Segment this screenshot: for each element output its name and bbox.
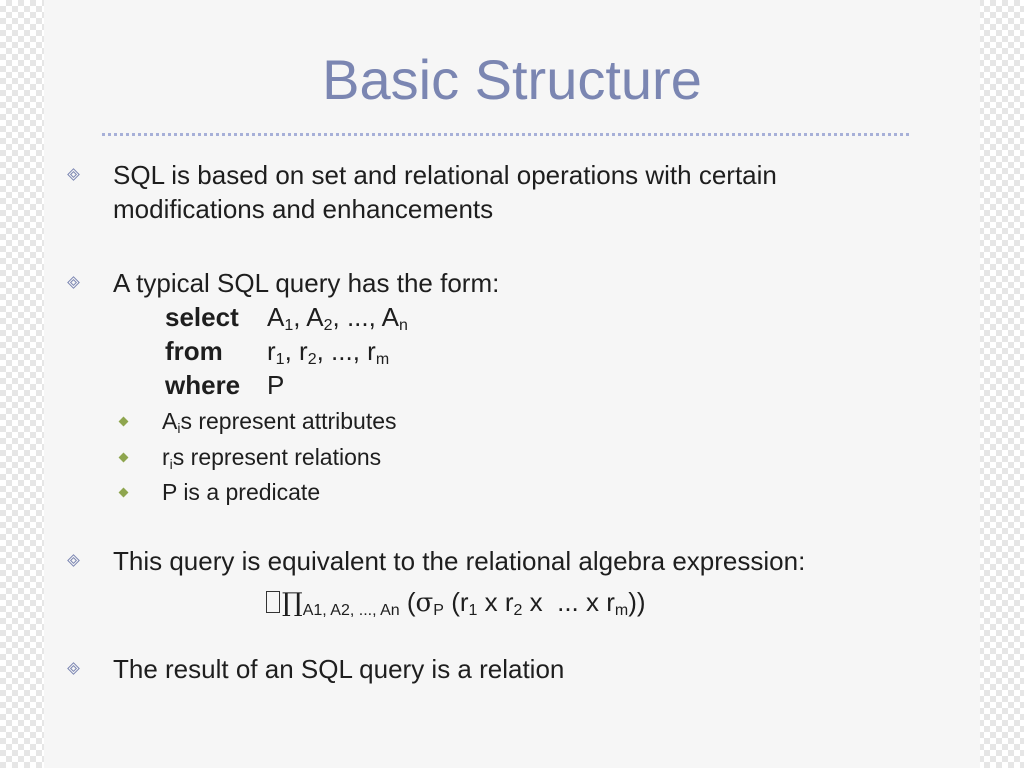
bullet-sql-basis: SQL is based on set and relational opera… (113, 158, 924, 226)
bullet-text: The result of an SQL query is a relation (113, 654, 565, 684)
missing-glyph-icon (266, 591, 280, 613)
where-keyword: where (165, 370, 241, 400)
diamond-bullet-icon (68, 169, 78, 179)
sub-bullet-relations: ris represent relations (118, 442, 382, 472)
selection-subscript: P (433, 602, 444, 619)
bullet-query-result: The result of an SQL query is a relation (113, 652, 924, 686)
sub-bullet-letter: r (162, 444, 170, 470)
bullet-text-line: SQL is based on set and relational opera… (113, 160, 777, 190)
select-attributes: A1, A2, ..., An (267, 302, 408, 334)
sql-query-template: select A1, A2, ..., An from r1, r2, ...,… (165, 300, 924, 402)
where-predicate: P (267, 370, 285, 400)
sub-bullet-text: s represent attributes (180, 408, 397, 434)
query-select-row: select A1, A2, ..., An (165, 300, 924, 334)
query-where-row: where P (165, 368, 924, 402)
bullet-query-form: A typical SQL query has the form: select… (113, 266, 924, 402)
bullet-relational-algebra: This query is equivalent to the relation… (113, 544, 924, 578)
diamond-bullet-icon (68, 277, 78, 287)
sub-bullet-attributes: Ais represent attributes (118, 406, 397, 436)
sub-bullet-text: s represent relations (172, 444, 382, 470)
sub-bullet-letter: A (162, 408, 178, 434)
from-keyword: from (165, 336, 223, 366)
sub-bullet-subscript: i (177, 420, 181, 436)
query-from-row: from r1, r2, ..., rm (165, 334, 924, 368)
diamond-bullet-icon (68, 663, 78, 673)
title-divider (102, 133, 909, 136)
diamond-bullet-icon (68, 555, 78, 565)
projection-subscript: A1, A2, ..., An (302, 602, 400, 619)
bullet-text: A typical SQL query has the form: (113, 268, 500, 298)
relational-algebra-expression: ∏A1, A2, ..., An (σP (r1 x r2 x ... x rm… (266, 585, 646, 620)
selection-symbol: σ (415, 588, 434, 618)
sub-bullet-text: P is a predicate (162, 479, 321, 505)
projection-symbol: ∏ (282, 588, 303, 618)
slide (44, 0, 980, 768)
sub-bullet-predicate: P is a predicate (118, 477, 321, 507)
bullet-text-line: modifications and enhancements (113, 194, 494, 224)
bullet-text: This query is equivalent to the relation… (113, 546, 806, 576)
sub-bullet-subscript: i (169, 456, 173, 472)
select-keyword: select (165, 302, 239, 332)
from-relations: r1, r2, ..., rm (267, 336, 390, 368)
slide-title: Basic Structure (322, 48, 702, 111)
